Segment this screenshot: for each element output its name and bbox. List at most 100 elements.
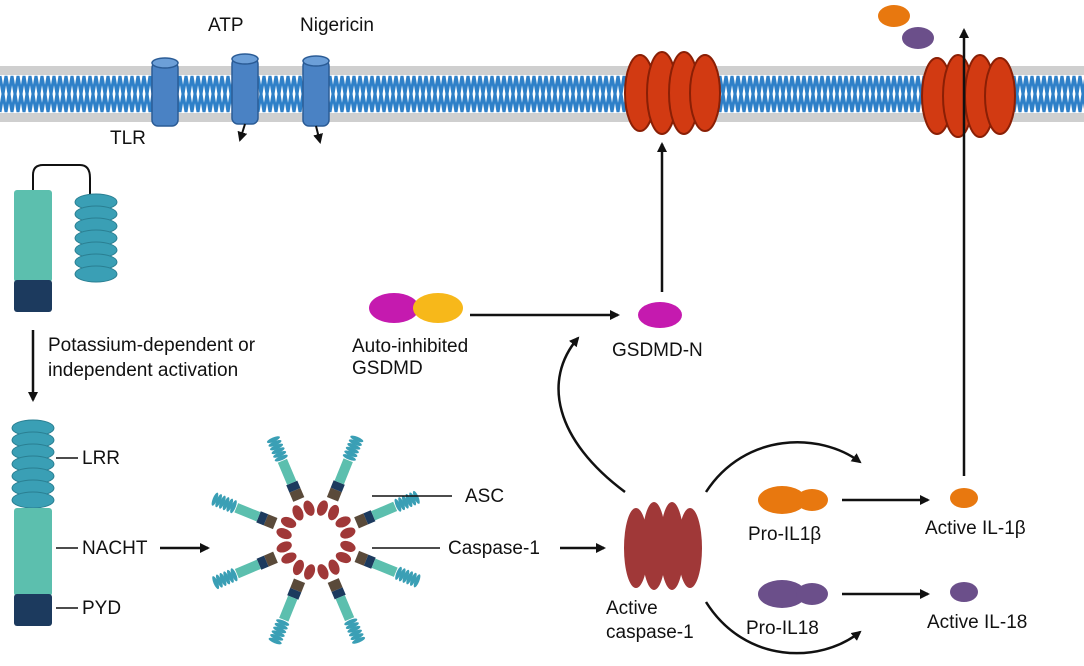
caspase-to-gsdmd-arrow xyxy=(557,336,626,494)
caspase1-domain xyxy=(328,504,340,521)
lrr-repeat xyxy=(394,498,402,512)
inflammasome-complex xyxy=(211,435,421,645)
lrr-repeat xyxy=(348,629,362,637)
membrane-lipid-tails-2 xyxy=(0,75,1084,113)
lrr-repeat xyxy=(268,439,282,447)
lrr-repeat xyxy=(402,569,410,583)
lrr-repeat xyxy=(215,494,222,508)
inactive-nacht xyxy=(14,190,52,282)
active-lrr xyxy=(11,419,55,509)
nlrp3-linker xyxy=(32,164,91,195)
caspase1-domain xyxy=(335,516,351,528)
tlr-label: TLR xyxy=(110,128,146,149)
asc-label: ASC xyxy=(465,486,505,507)
asc-domain xyxy=(327,578,343,593)
lrr-repeat xyxy=(212,576,220,590)
inactive-pyd xyxy=(14,280,52,312)
pyd-domain xyxy=(330,480,345,493)
active-caspase-label-line2: caspase-1 xyxy=(606,622,694,643)
lrr-repeat xyxy=(352,636,366,644)
lrr-repeat xyxy=(223,571,231,585)
atp-channel xyxy=(231,53,259,142)
caspase1-domain xyxy=(276,541,292,553)
pro-il18-large xyxy=(758,580,806,608)
caspase1-domain xyxy=(292,559,304,576)
inactive-nlrp3 xyxy=(14,164,118,312)
nacht-domain xyxy=(277,458,297,485)
active-il18-particle xyxy=(950,582,978,602)
active-nacht xyxy=(14,508,52,596)
inflammasome-arm xyxy=(316,435,364,521)
lrr-repeat xyxy=(410,572,417,586)
caspase-to-il18-arrow xyxy=(704,601,862,655)
asc-domain xyxy=(263,514,278,530)
lrr-repeat xyxy=(274,622,288,630)
lrr-repeat xyxy=(350,435,364,443)
inactive-lrr xyxy=(74,193,118,283)
nacht-domain xyxy=(234,503,261,522)
released-il1b xyxy=(878,5,910,27)
pyd-domain xyxy=(363,554,376,569)
inflammasome-arm xyxy=(317,559,366,644)
caspase1-domain xyxy=(292,505,304,521)
lrr-repeat xyxy=(273,626,287,634)
active-caspase1 xyxy=(624,502,702,590)
asc-domain xyxy=(326,487,342,502)
lrr-repeat xyxy=(271,447,285,455)
pyd-domain xyxy=(363,510,376,525)
pyd-domain xyxy=(256,511,269,526)
asc-domain xyxy=(289,487,305,502)
pro-il18-small xyxy=(796,583,828,605)
lrr-repeat xyxy=(215,574,223,588)
gsdmd-pore-2 xyxy=(921,54,1016,138)
pro-il1b-label: Pro-IL1β xyxy=(748,524,822,545)
inflammasome-arm xyxy=(335,540,421,588)
lrr-repeat xyxy=(345,446,359,454)
inflammasome-arm xyxy=(211,492,297,540)
auto-gsdmd-label-line1: Auto-inhibited xyxy=(352,336,469,357)
lrr-repeat xyxy=(342,454,356,461)
lrr-label: LRR xyxy=(82,448,121,469)
asc-domain xyxy=(290,578,306,593)
active-pyd xyxy=(14,594,52,626)
pyd-domain xyxy=(331,587,346,600)
caspase1-domain xyxy=(304,564,316,580)
lrr-repeat xyxy=(406,571,413,585)
gsdmd-n-fragment xyxy=(638,302,682,328)
lrr-repeat xyxy=(271,630,285,637)
asc-domain xyxy=(263,551,278,567)
lrr-repeat xyxy=(345,622,359,630)
lrr-repeat xyxy=(274,454,288,462)
lrr-repeat xyxy=(398,497,406,511)
lrr-repeat xyxy=(11,491,55,509)
membrane-lipid-tails xyxy=(0,75,1084,113)
caspase1-domain xyxy=(328,559,340,575)
asc-domain xyxy=(354,550,369,566)
caspase1-domain xyxy=(340,540,356,552)
active-nlrp3 xyxy=(11,419,78,626)
caspase1-domain xyxy=(317,564,329,580)
inflammasome-arm xyxy=(266,436,315,521)
nigericin-channel xyxy=(302,55,330,144)
caspase1-domain xyxy=(316,500,328,516)
lrr-repeat xyxy=(347,443,361,450)
lrr-repeat xyxy=(219,495,226,509)
active-il18-label: Active IL-18 xyxy=(927,612,1028,633)
auto-gsdmd-c-domain xyxy=(413,293,463,323)
caspase1-domain xyxy=(303,500,315,516)
nacht-domain xyxy=(234,559,261,579)
pyd-domain xyxy=(287,587,302,600)
nacht-domain xyxy=(335,595,355,622)
lrr-repeat xyxy=(230,500,237,514)
nacht-domain xyxy=(371,501,398,521)
nacht-domain xyxy=(371,558,398,577)
membrane-outer-leaflet xyxy=(0,66,1084,75)
inflammasome-arm xyxy=(212,541,297,590)
nacht-domain xyxy=(279,595,298,622)
activation-label-line2: independent activation xyxy=(48,360,239,381)
pyd-label: PYD xyxy=(82,598,122,619)
lrr-repeat xyxy=(398,568,406,582)
nacht-label: NACHT xyxy=(82,538,148,559)
